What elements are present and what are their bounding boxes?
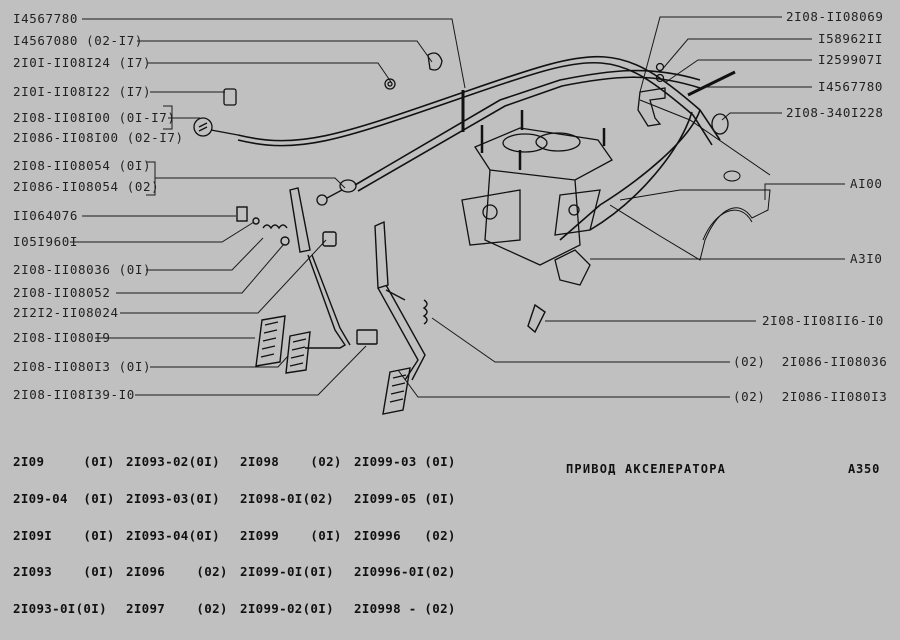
pedal-pad-alt <box>382 367 411 415</box>
model-entry: 2I0998 - (02) <box>354 600 456 616</box>
part-label: 2I08-340I228 <box>786 105 884 120</box>
leader-line <box>137 40 433 63</box>
clip-part <box>427 52 443 71</box>
leader-line <box>665 59 812 83</box>
part-label: 2I08-II080I3 (0I) <box>13 359 152 374</box>
model-entry: 2I0996-0I(02) <box>354 564 456 580</box>
cable-end-fitting <box>339 179 357 193</box>
part-label: 2I08-II08052 <box>13 285 111 300</box>
leader-line <box>431 317 730 363</box>
pedal-pad <box>255 315 286 367</box>
model-entry: 2I093-0I(0I) <box>13 600 107 616</box>
cable-retainer <box>193 117 213 137</box>
leader-line <box>721 112 782 121</box>
model-entry: 2I099-03 (0I) <box>354 454 456 470</box>
page-code: A350 <box>848 462 881 476</box>
part-label: 2I08-II08054 (0I) <box>13 158 152 173</box>
leader-line <box>150 355 289 368</box>
model-entry: 2I098-0I(02) <box>240 491 334 507</box>
valve-cover <box>609 99 771 261</box>
part-label: II064076 <box>13 208 79 223</box>
cable-bracket <box>637 87 666 127</box>
model-entry: 2I099-0I(0I) <box>240 564 334 580</box>
part-label: 2I0I-II08I24 (I7) <box>13 55 152 70</box>
bolt-part <box>687 70 736 97</box>
bump-stop <box>356 329 378 345</box>
model-entry: 2I0996 (02) <box>354 527 456 543</box>
pedal-stop-pad <box>322 231 337 247</box>
applicability-column: 2I093-02(0I) 2I093-03(0I) 2I093-04(0I) 2… <box>126 432 228 639</box>
model-entry: 2I099-02(0I) <box>240 600 334 616</box>
washer <box>252 217 260 225</box>
cable-clip <box>711 113 729 135</box>
part-label: I58962II <box>818 31 884 46</box>
part-label: 2I08-II080I9 <box>13 330 111 345</box>
part-label: (02) 2I086-II08036 <box>733 354 888 369</box>
bracket-clip <box>236 206 248 222</box>
extension-spring-2 <box>527 303 546 334</box>
model-entry: 2I09 (0I) <box>13 454 115 470</box>
part-label: AI00 <box>850 176 883 191</box>
throttle-lever <box>554 249 591 286</box>
part-label: 2I08-II08036 (0I) <box>13 262 152 277</box>
pedal-pad-2 <box>285 331 311 374</box>
leader-line <box>764 183 845 200</box>
applicability-column: 2I09 (0I) 2I09-04 (0I) 2I09I (0I) 2I093 … <box>13 432 115 639</box>
model-entry: 2I097 (02) <box>126 600 228 616</box>
nut-part <box>384 78 396 90</box>
leader-line <box>135 345 367 396</box>
washer-part <box>655 62 665 72</box>
leader-line <box>659 38 812 73</box>
applicability-column: 2I099-03 (0I) 2I099-05 (0I) 2I0996 (02) … <box>354 432 456 639</box>
part-label: I259907I <box>818 52 884 67</box>
part-label: 2I086-II08I00 (02-I7) <box>13 130 184 145</box>
model-entry: 2I099-05 (0I) <box>354 491 456 507</box>
part-label: 2I08-II08I00 (0I-I7) <box>13 110 176 125</box>
pedal-arm <box>289 187 311 253</box>
return-spring <box>262 224 288 230</box>
leader-line <box>639 16 782 93</box>
leader-line <box>155 177 346 189</box>
model-entry: 2I09-04 (0I) <box>13 491 115 507</box>
pedal-arm-alt <box>374 220 389 289</box>
leader-line <box>116 243 285 294</box>
part-label: 2I2I2-II08024 <box>13 305 119 320</box>
part-label: 2I08-II08069 <box>786 9 884 24</box>
leader-line <box>397 369 730 398</box>
accelerator-cable-upper <box>237 55 721 142</box>
exploded-parts-drawing <box>70 16 845 415</box>
part-label: 2I08-II08I39-I0 <box>13 387 135 402</box>
part-label: I4567080 (02-I7) <box>13 33 144 48</box>
part-label: I4567780 <box>13 11 79 26</box>
leader-line <box>70 221 255 243</box>
part-label: 2I0I-II08I22 (I7) <box>13 84 152 99</box>
model-entry: 2I09I (0I) <box>13 527 115 543</box>
part-label: A3I0 <box>850 251 883 266</box>
model-entry: 2I096 (02) <box>126 564 228 580</box>
part-label: I4567780 <box>818 79 884 94</box>
model-entry: 2I093-03(0I) <box>126 491 220 507</box>
model-entry: 2I099 (0I) <box>240 527 342 543</box>
model-entry: 2I098 (02) <box>240 454 342 470</box>
accelerator-cable-lower <box>354 69 701 186</box>
model-entry: 2I093 (0I) <box>13 564 115 580</box>
leader-line <box>120 239 327 314</box>
applicability-column: 2I098 (02) 2I098-0I(02) 2I099 (0I) 2I099… <box>240 432 342 639</box>
part-label: 2I08-II08II6-I0 <box>762 313 884 328</box>
diagram-title: ПРИВОД АКСЕЛЕРАТОРА <box>566 462 727 476</box>
extension-spring <box>422 299 428 325</box>
leader-line <box>146 237 264 271</box>
model-entry: 2I093-04(0I) <box>126 527 220 543</box>
model-entry: 2I093-02(0I) <box>126 454 220 470</box>
part-label: (02) 2I086-II080I3 <box>733 389 888 404</box>
part-label: 2I086-II08054 (02) <box>13 179 160 194</box>
leader-line <box>148 62 392 83</box>
carburetor-assembly <box>461 110 613 286</box>
grommet-part <box>223 88 237 106</box>
part-label: I05I960I <box>13 234 79 249</box>
leader-line <box>82 18 466 89</box>
